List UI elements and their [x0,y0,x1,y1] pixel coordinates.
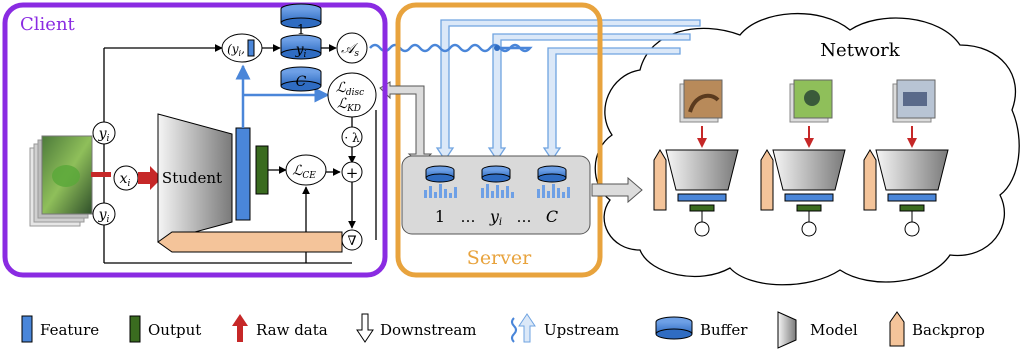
plus-label: + [346,164,359,182]
legend-downstream-label: Downstream [380,321,477,339]
network-device-1 [679,79,723,123]
yi-node-bottom-label: yi [98,207,110,225]
as-node-label: 𝒜s [341,41,359,59]
student-model [157,113,233,243]
as-node [336,32,368,64]
grad-label: ∇ [347,234,356,249]
legend-output-label: Output [148,321,201,339]
yi-node-top-label: yi [98,126,110,144]
legend-output-icon [129,315,141,343]
legend-raw-data-label: Raw data [256,321,328,339]
raw-data-bar [91,172,111,177]
network-device-3 [892,79,936,123]
client-backprop [157,231,343,253]
store-buffer-2 [481,165,511,183]
client-output [255,145,269,195]
legend-downstream-icon [356,313,374,343]
network-device-2 [789,79,833,123]
label-feature-node-icon [247,39,255,57]
server-box [395,2,603,278]
client-image-stack [29,135,93,227]
legend-feature-icon [21,315,33,343]
network-title: Network [820,40,900,61]
legend-upstream-icon [518,313,536,343]
legend-model-label: Model [810,321,858,339]
network-model-1 [653,126,739,237]
server-title: Server [467,247,532,269]
legend-model-icon [777,311,797,349]
store-histograms [424,184,570,198]
buffer-label-c: C [296,74,307,90]
store-dots-2: … [517,208,532,226]
store-label-c: C [546,207,558,226]
store-buffer-3 [537,165,567,183]
legend-upstream-label: Upstream [544,321,619,339]
legend-buffer-label: Buffer [700,321,748,339]
legend-feature-label: Feature [40,321,99,339]
label-feature-node-label: (yi, [227,42,245,58]
client-box [2,2,388,278]
disc-label: ℒdisc [336,80,364,98]
xi-node-label: xi [120,171,131,189]
yi-node-top [92,121,116,145]
legend-raw-data-icon [232,314,248,342]
store-label-1: 1 [435,207,445,226]
legend-backprop-icon [889,311,905,347]
client-feature [235,127,251,221]
network-model-2 [760,126,846,237]
client-title: Client [20,14,76,35]
lambda-label: · λ [344,131,360,145]
store-buffer-1 [425,165,455,183]
store-dots-1: … [461,208,476,226]
client-buffer-stack [280,3,322,92]
upstream-junction [494,45,500,51]
legend-buffer-icon [655,316,693,340]
upstream-arrows [435,19,701,162]
buffer-label-yi: yi [295,42,307,60]
ce-label: ℒCE [292,163,316,181]
legend-backprop-label: Backprop [912,321,985,339]
student-label: Student [162,169,222,187]
raw-data-arrow [138,166,162,190]
legend: Feature Output Raw data Downstream Upstr… [21,311,985,349]
legend-upstream-wave-icon [511,317,517,343]
network-model-3 [863,126,949,237]
yi-node-bottom [92,202,116,226]
upstream-wave [369,43,533,53]
downstream-arrow [379,81,433,165]
ce-node [285,154,327,186]
store-label-yi: yi [489,207,502,228]
buffer-label-1: 1 [297,23,305,38]
server-to-network-arrow [591,176,643,204]
kd-label: ℒKD [337,96,361,114]
